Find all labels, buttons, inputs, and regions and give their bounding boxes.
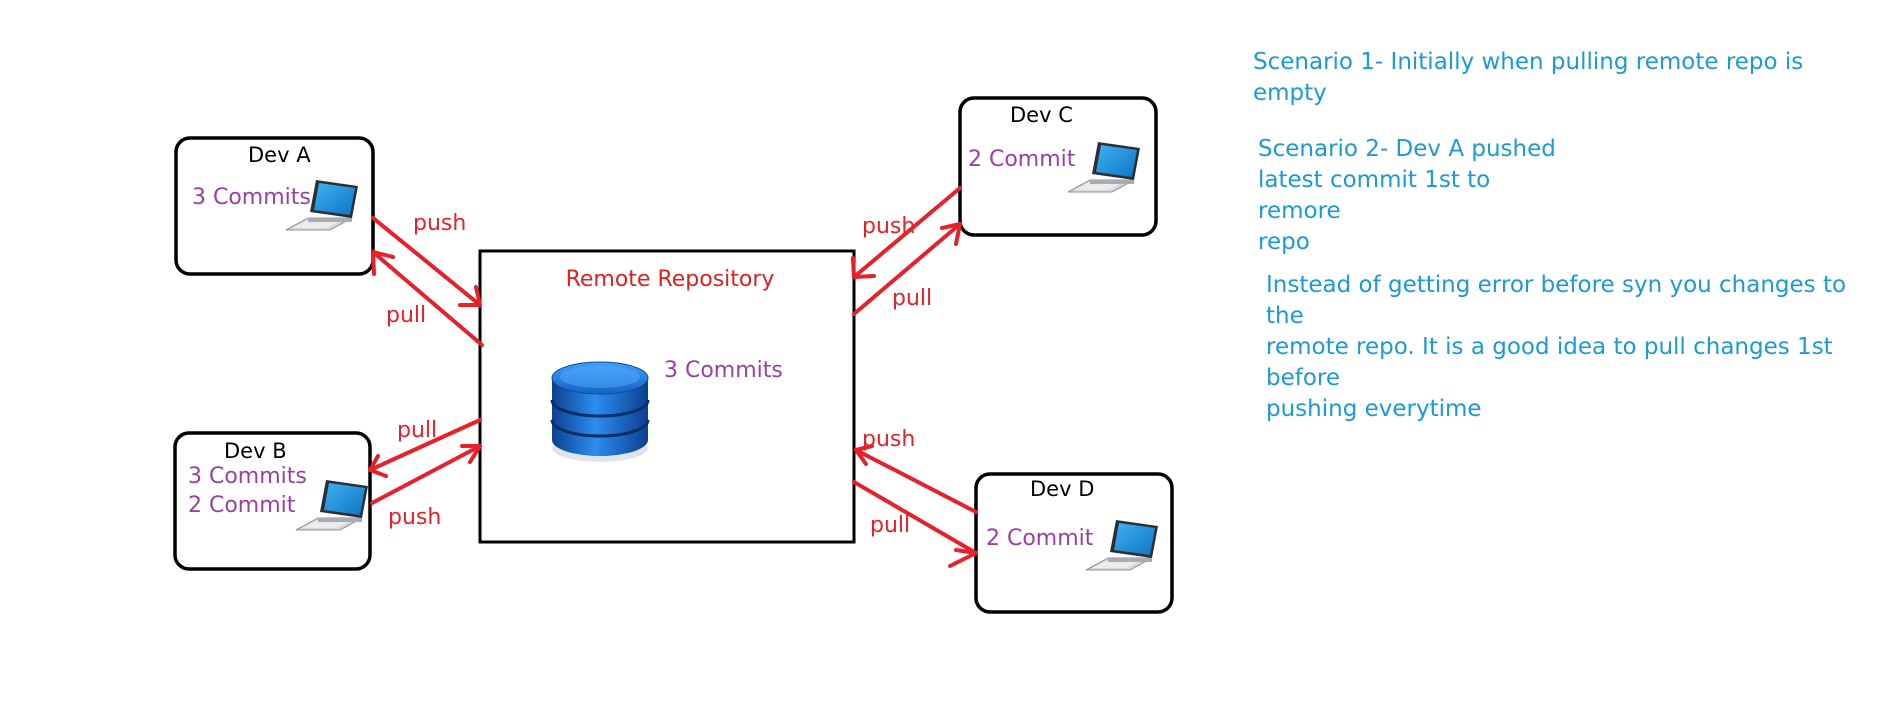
dev-b-push-arrow bbox=[370, 444, 482, 505]
remote-repository: Remote Repository 3 Commits bbox=[478, 249, 856, 544]
dev-b-push-label: push bbox=[388, 505, 441, 530]
dev-a-name: Dev A bbox=[248, 143, 311, 167]
dev-c-name: Dev C bbox=[1010, 103, 1073, 127]
dev-a-push-arrow bbox=[371, 216, 482, 307]
dev-d-pull-label: pull bbox=[870, 513, 910, 538]
arrows bbox=[368, 186, 978, 568]
dev-d-commits: 2 Commit bbox=[986, 526, 1094, 551]
dev-b-name: Dev B bbox=[224, 439, 287, 463]
dev-c-commits: 2 Commit bbox=[968, 147, 1076, 172]
scenario-1-note: Scenario 1- Initially when pulling remot… bbox=[1253, 49, 1804, 106]
dev-a-commits: 3 Commits bbox=[192, 185, 311, 210]
dev-b-pull-label: pull bbox=[397, 418, 437, 443]
dev-d-node: Dev D 2 Commit bbox=[974, 472, 1174, 614]
dev-c-push-arrow bbox=[851, 186, 962, 279]
dev-c-pull-arrow bbox=[852, 222, 962, 316]
dev-d-push-arrow bbox=[854, 444, 978, 514]
database-icon bbox=[550, 361, 650, 462]
repository-title: Remote Repository bbox=[566, 267, 775, 292]
advice-note: Instead of getting error before syn you … bbox=[1266, 272, 1847, 422]
dev-a-node: Dev A 3 Commits bbox=[174, 136, 375, 276]
repository-commit-count: 3 Commits bbox=[664, 358, 783, 383]
dev-b-commits-line-1: 3 Commits bbox=[188, 464, 307, 489]
dev-c-push-label: push bbox=[862, 214, 915, 239]
dev-c-node: Dev C 2 Commit bbox=[958, 96, 1158, 237]
dev-b-pull-arrow bbox=[368, 418, 482, 478]
dev-d-pull-arrow bbox=[852, 480, 978, 568]
dev-b-commits-line-2: 2 Commit bbox=[188, 493, 296, 518]
scenario-2-note: Scenario 2- Dev A pushed latest commit 1… bbox=[1258, 136, 1556, 255]
dev-b-node: Dev B 3 Commits 2 Commit bbox=[173, 431, 372, 571]
dev-d-push-label: push bbox=[862, 427, 915, 452]
dev-a-push-label: push bbox=[413, 211, 466, 236]
dev-a-pull-arrow bbox=[371, 250, 484, 347]
dev-a-pull-label: pull bbox=[386, 303, 426, 328]
dev-d-name: Dev D bbox=[1030, 477, 1094, 501]
dev-c-pull-label: pull bbox=[892, 286, 932, 311]
